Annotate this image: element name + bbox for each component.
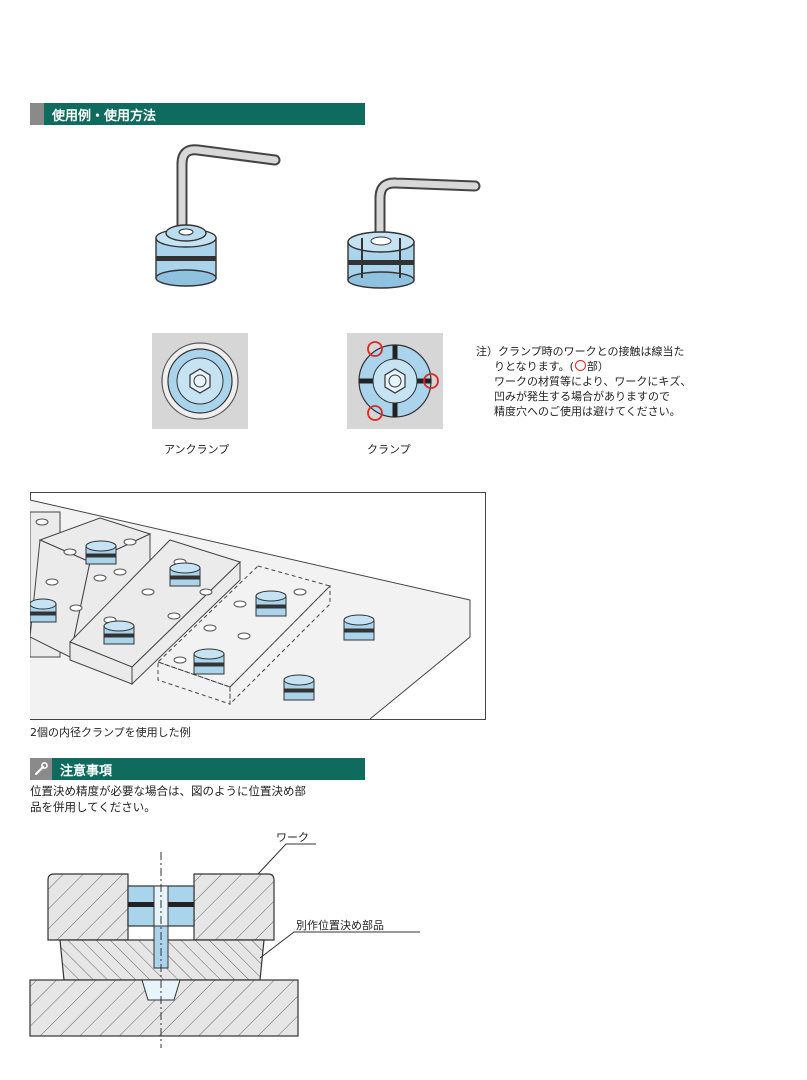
workpiece-section [47,873,129,941]
section-header-cautions: 注意事項 [30,758,365,780]
contact-point-marker [423,373,439,389]
hex-key-left [176,144,281,244]
clamp-label: クランプ [367,443,411,456]
clamp-unit-right [347,231,415,289]
note-line-1: クランプ時のワークとの接触は線当た [498,345,685,358]
positioning-leader-line [259,931,420,959]
note-line-2a: りとなります。( [494,360,574,373]
note-line-3: ワークの材質等により、ワークにキズ、 [494,375,692,388]
clamp-contact-note: 注）クランプ時のワークとの接触は線当た りとなります。( 部） ワークの材質等によ… [476,344,691,419]
caution-line-1: 位置決め精度が必要な場合は、図のように位置決め部 [30,784,306,798]
section-tab [30,103,44,125]
unclamp-top-view [152,333,248,429]
note-line-4: 凹みが発生する場合がありますので [494,390,670,403]
wrench-icon [30,758,52,780]
note-prefix: 注） [476,345,498,358]
section-title: 注意事項 [60,763,113,779]
section-title: 使用例・使用方法 [52,108,157,124]
positioning-part-label: 別作位置決め部品 [296,918,384,932]
contact-point-marker [367,341,383,357]
contact-point-marker [367,405,383,421]
hex-key-right [374,177,481,252]
note-line-5: 精度穴へのご使用は避けてください。 [494,405,681,418]
note-line-2b: 部） [586,360,609,373]
clamp-unit [30,540,375,701]
unclamp-label: アンクランプ [164,443,230,456]
work-leader-line [257,843,316,875]
section-header-usage: 使用例・使用方法 [30,103,365,125]
caution-line-2: 品を併用してください。 [30,800,156,814]
example-caption: 2個の内径クランプを使用した例 [30,726,191,739]
caution-text: 位置決め精度が必要な場合は、図のように位置決め部 品を併用してください。 [30,783,306,815]
workpiece-outline [157,565,331,688]
clamp-top-view [347,333,443,429]
clamp-unit-left [155,224,217,287]
positioning-cross-section-diagram: ワーク 別作位置決め部品 [29,831,420,1048]
fixture-plate-example-illustration [30,492,486,720]
red-circle-icon [574,360,586,371]
clamp-operation-illustration [155,144,481,289]
work-label: ワーク [276,831,309,844]
